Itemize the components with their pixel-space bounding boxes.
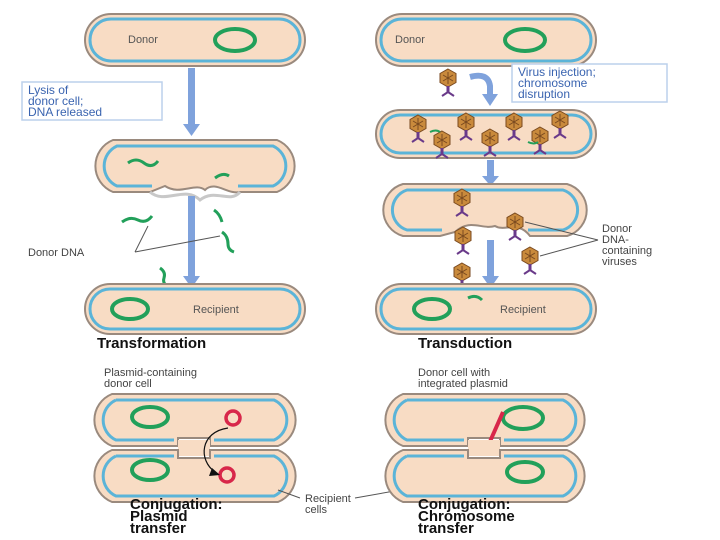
donor-dna-viruses-label: Donor DNA- containing viruses: [602, 223, 652, 268]
virus-label-line-3: containing: [602, 245, 652, 257]
donor-label: Donor: [128, 34, 158, 46]
process-arrow: [183, 68, 200, 136]
lysed-donor-cell: [94, 139, 296, 203]
lysing-cell: [382, 183, 588, 275]
recipient-label: Recipient: [193, 304, 239, 316]
donor-dna-pointer-lines: [134, 225, 221, 253]
plasmid-icon: [224, 409, 242, 427]
plasmid-transfer-arrow: [203, 427, 229, 476]
injection-line-3: disruption: [518, 87, 570, 101]
plasmid-title-line-1: Conjugation:: [130, 496, 222, 513]
transformation-title: Transformation: [97, 335, 206, 352]
conjugation-plasmid-panel: Plasmid-containing donor cell Conjugatio…: [93, 367, 297, 537]
plasmid-caption-line-2: donor cell: [104, 378, 152, 390]
donor-chromosome: [503, 27, 547, 53]
recipient-cells-line-2: cells: [305, 504, 328, 516]
plasmid-title-line-3: transfer: [130, 520, 186, 537]
virus-label-line-4: viruses: [602, 256, 637, 268]
chromosome-caption-line-1: Donor cell with: [418, 367, 490, 379]
chromosome-title-line-1: Conjugation:: [418, 496, 510, 513]
conjugation-bridge: [178, 440, 210, 456]
donor-dna-fragments: [121, 208, 235, 290]
virus-label-line-2: DNA-: [602, 234, 629, 246]
injection-line-1: Virus injection;: [518, 65, 596, 79]
donor-chromosome: [501, 405, 545, 431]
donor-cell: [384, 393, 586, 447]
recipient-chromosome: [412, 297, 452, 321]
injection-line-2: chromosome: [518, 76, 588, 90]
bacteriophage-icon: [439, 68, 457, 97]
process-arrow: [469, 72, 498, 106]
chromosome-title-line-2: Chromosome: [418, 508, 515, 525]
process-arrow: [183, 196, 200, 288]
recipient-cell: [384, 449, 586, 503]
chromosome-title-line-3: transfer: [418, 520, 474, 537]
process-arrow: [482, 240, 499, 288]
infected-cell: [375, 109, 597, 159]
donor-chromosome: [130, 405, 170, 429]
lysis-line-2: donor cell;: [28, 94, 83, 108]
recipient-cell: Recipient: [375, 283, 597, 335]
virus-label-line-1: Donor: [602, 223, 632, 235]
recipient-chromosome: [130, 458, 170, 482]
lysis-line-1: Lysis of: [28, 83, 69, 97]
lysis-line-3: DNA released: [28, 105, 102, 119]
donor-dna-label: Donor DNA: [28, 247, 85, 259]
plasmid-title-line-2: Plasmid: [130, 508, 188, 525]
recipient-cells-label-group: Recipient cells: [277, 489, 401, 516]
transformation-panel: Donor Lysis of donor cell; DNA released: [21, 13, 306, 352]
donor-label: Donor: [395, 34, 425, 46]
transduction-title: Transduction: [418, 335, 512, 352]
recipient-cell: [93, 449, 297, 503]
donor-chromosome: [213, 27, 257, 53]
donor-cell: Donor: [375, 13, 597, 67]
plasmid-caption-line-1: Plasmid-containing: [104, 367, 197, 379]
chromosome-caption-line-2: integrated plasmid: [418, 378, 508, 390]
virus-injection-step-box: Virus injection; chromosome disruption: [511, 63, 668, 103]
recipient-cell: Recipient: [84, 283, 306, 335]
recipient-cells-line-1: Recipient: [305, 493, 351, 505]
donor-cell: [93, 393, 297, 447]
lysis-step-box: Lysis of donor cell; DNA released: [21, 81, 163, 121]
donor-cell: Donor: [84, 13, 306, 67]
virus-pointer-lines: [524, 221, 599, 257]
conjugation-bridge: [468, 440, 500, 456]
recipient-chromosome: [110, 297, 150, 321]
recipient-label: Recipient: [500, 304, 546, 316]
transduction-panel: Donor Virus injection; chromosome disrup…: [375, 13, 668, 352]
recipient-chromosome: [505, 460, 545, 484]
process-arrow: [482, 160, 499, 186]
conjugation-chromosome-panel: Donor cell with integrated plasmid Conju…: [384, 367, 586, 537]
